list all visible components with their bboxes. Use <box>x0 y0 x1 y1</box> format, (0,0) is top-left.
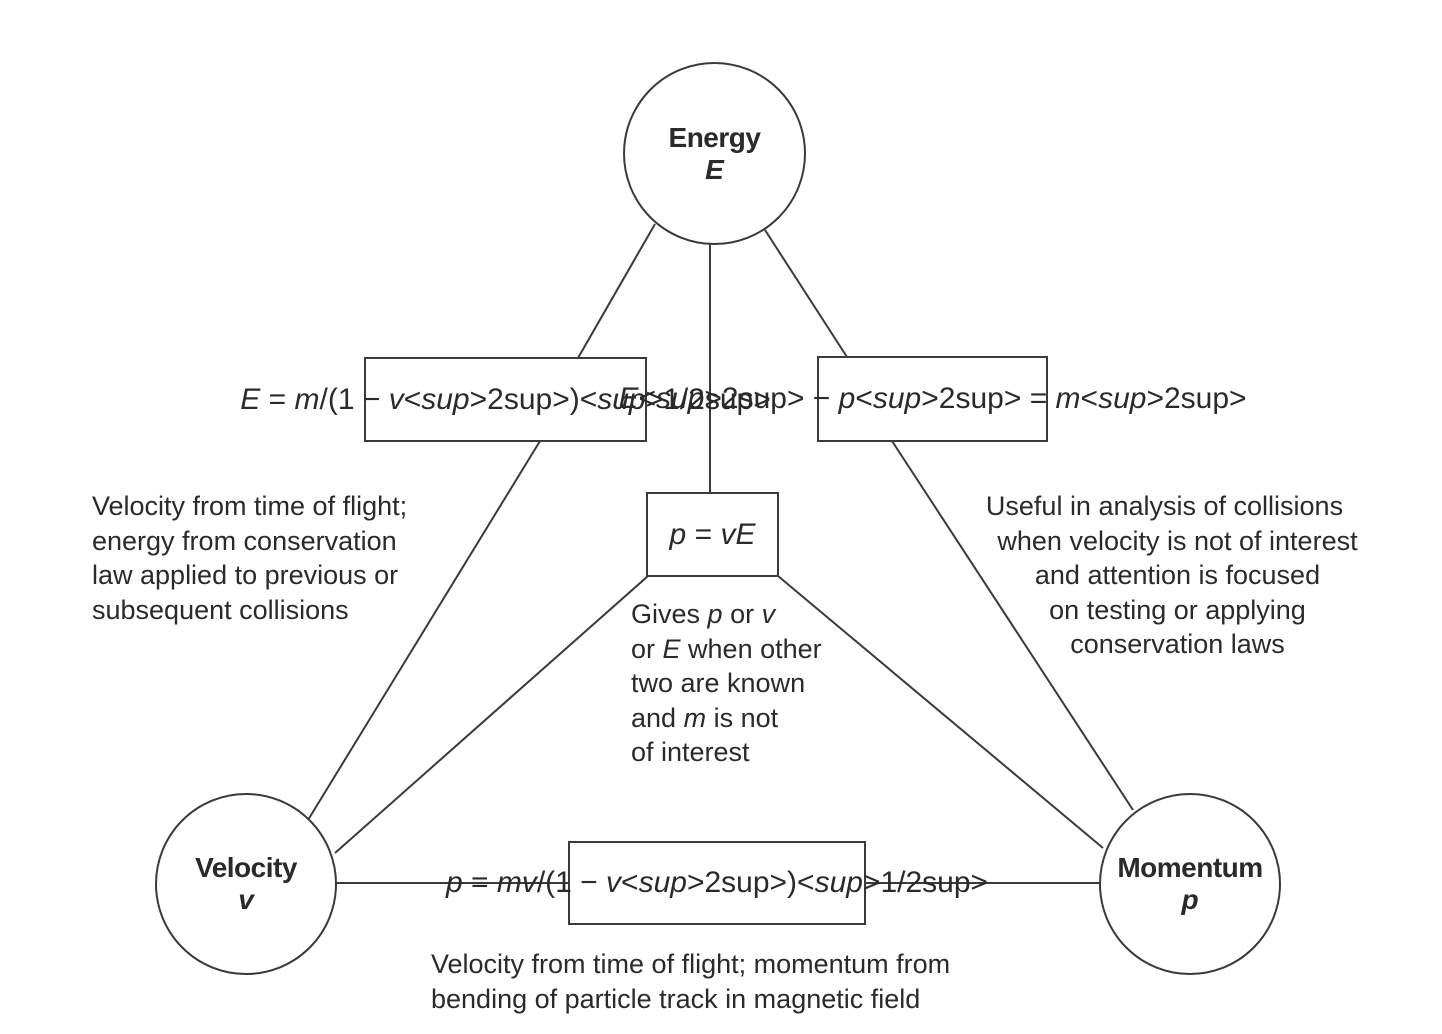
equation-energy-momentum: E<sup>2sup> − p<sup>2sup> = m<sup>2sup> <box>618 356 1247 442</box>
equation-center-text: p = vE <box>669 517 756 551</box>
line-energy-to-right-box <box>764 229 848 358</box>
momentum-label: Momentum <box>1117 852 1263 883</box>
equation-velocity-momentum: p = mv/(1 − v<sup>2sup>)<sup>1/2sup> <box>446 841 988 925</box>
equation-center: p = vE <box>646 492 779 577</box>
energy-node: Energy E <box>623 62 806 245</box>
equation-energy-velocity: E = m/(1 − v<sup>2sup>)<sup>1/2sup> <box>240 357 771 442</box>
note-center-line: or E when other <box>631 633 822 664</box>
velocity-label: Velocity <box>195 852 297 883</box>
line-center-box-to-velocity <box>334 575 649 854</box>
line-right-box-to-momentum <box>891 440 1134 811</box>
line-left-box-to-velocity <box>307 440 541 821</box>
momentum-symbol: p <box>1181 884 1199 915</box>
line-center-box-to-momentum <box>777 575 1104 849</box>
note-right: Useful in analysis of collisions when ve… <box>970 489 1385 662</box>
note-left-line: law applied to previous or <box>92 560 399 590</box>
note-center: Gives p or v or E when other two are kno… <box>631 597 822 770</box>
note-bottom-line: bending of particle track in magnetic fi… <box>431 983 921 1014</box>
line-energy-to-left-box <box>577 223 656 359</box>
equation-energy-momentum-text: E<sup>2sup> − p<sup>2sup> = m<sup>2sup> <box>618 382 1247 415</box>
note-left: Velocity from time of flight; energy fro… <box>92 489 407 627</box>
note-left-line: Velocity from time of flight; <box>92 491 408 521</box>
note-center-line: two are known <box>631 668 806 698</box>
energy-symbol: E <box>705 153 724 185</box>
energy-label: Energy <box>668 121 761 153</box>
equation-velocity-momentum-text: p = mv/(1 − v<sup>2sup>)<sup>1/2sup> <box>445 866 989 899</box>
equation-energy-velocity-text: E = m/(1 − v<sup>2sup>)<sup>1/2sup> <box>240 382 771 416</box>
note-right-line: and attention is focused <box>1034 560 1321 590</box>
note-right-line: when velocity is not of interest <box>997 525 1358 556</box>
velocity-symbol: v <box>238 884 254 915</box>
note-right-line: conservation laws <box>1070 629 1285 659</box>
momentum-node: Momentum p <box>1099 793 1281 975</box>
note-right-line: on testing or applying <box>1049 594 1306 625</box>
note-left-line: energy from conservation <box>92 525 397 556</box>
note-bottom-line: Velocity from time of flight; momentum f… <box>431 949 951 979</box>
note-right-line: Useful in analysis of collisions <box>985 491 1344 521</box>
velocity-node: Velocity v <box>155 793 337 975</box>
note-center-line: Gives p or v <box>631 599 776 629</box>
note-bottom: Velocity from time of flight; momentum f… <box>431 947 950 1016</box>
note-center-line: and m is not <box>631 702 779 733</box>
note-center-line: of interest <box>631 737 750 767</box>
note-left-line: subsequent collisions <box>92 594 349 625</box>
